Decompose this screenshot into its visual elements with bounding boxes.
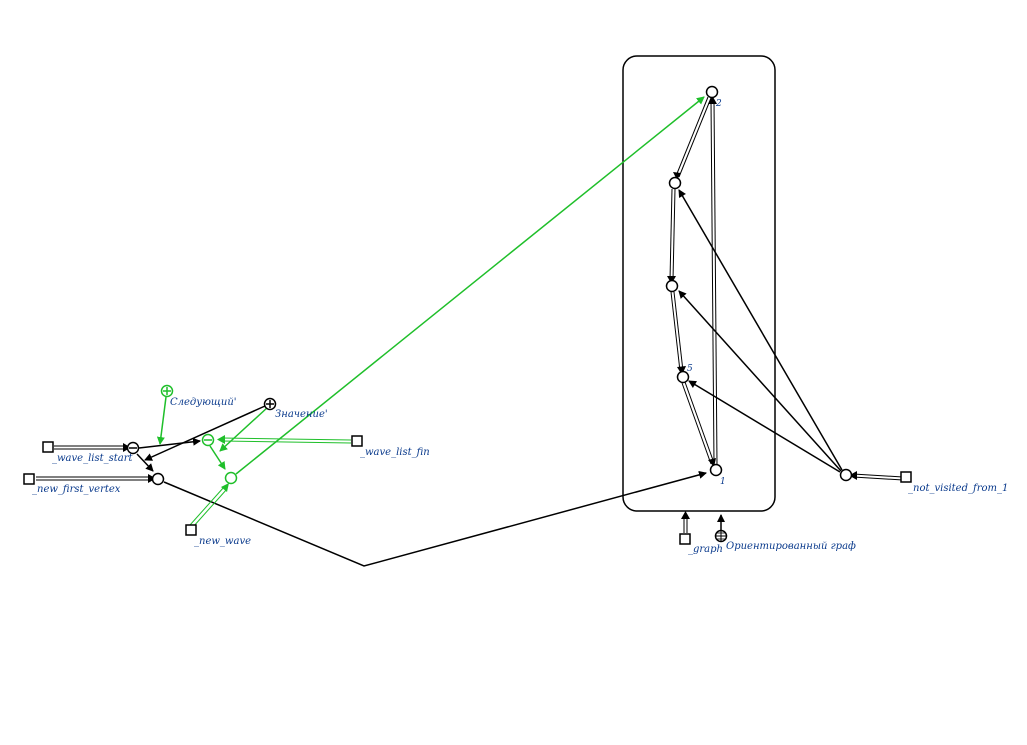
node-green-minus[interactable] bbox=[201, 433, 215, 447]
node-value-rel-plus[interactable] bbox=[263, 397, 277, 411]
edge-new-first-vertex[interactable] bbox=[36, 474, 156, 483]
vertex-5[interactable] bbox=[676, 370, 690, 384]
edge-v2-to-v3[interactable] bbox=[673, 96, 712, 180]
node-new-first-vertex[interactable] bbox=[151, 472, 165, 486]
node-oriented-graph-class[interactable] bbox=[714, 529, 728, 543]
edge-wave-list-fin-green[interactable] bbox=[217, 435, 352, 444]
edge-wls-to-next[interactable] bbox=[138, 437, 201, 449]
label-vertex-5: 5 bbox=[687, 364, 693, 374]
vertex-4[interactable] bbox=[665, 279, 679, 293]
label-next-rel: Следующий' bbox=[170, 397, 237, 408]
node-new-wave[interactable] bbox=[224, 471, 238, 485]
label-wave-list-fin: _wave_list_fin bbox=[360, 447, 430, 458]
label-value-rel: Значение' bbox=[275, 409, 328, 420]
edge-wave-list-start[interactable] bbox=[54, 443, 131, 452]
label-vertex-1: 1 bbox=[720, 477, 726, 487]
edge-notvisited-to-v4[interactable] bbox=[678, 290, 842, 472]
edge-notvisited-to-v3[interactable] bbox=[678, 189, 843, 471]
edge-wls-to-nfv[interactable] bbox=[136, 453, 154, 472]
node-wls-minus[interactable] bbox=[126, 441, 140, 455]
const-wave-list-start[interactable] bbox=[42, 441, 54, 453]
edge-graph-access[interactable] bbox=[681, 511, 690, 533]
const-not-visited-from-1[interactable] bbox=[900, 471, 912, 483]
vertex-1[interactable] bbox=[709, 463, 723, 477]
edge-notvisited-to-v5[interactable] bbox=[688, 380, 841, 473]
label-not-visited-from-1: _not_visited_from_1 bbox=[908, 483, 1008, 494]
label-wave-list-start: _wave_list_start bbox=[52, 453, 134, 464]
edge-v1-to-v2[interactable] bbox=[708, 96, 718, 465]
edge-nfv-to-vertex1[interactable] bbox=[163, 470, 707, 567]
edge-new-wave-green[interactable] bbox=[189, 483, 229, 528]
label-new-first-vertex: _new_first_vertex bbox=[32, 484, 121, 495]
label-graph: _graph bbox=[688, 544, 723, 555]
edge-next-rel-green[interactable] bbox=[156, 396, 167, 445]
node-not-visited[interactable] bbox=[839, 468, 853, 482]
const-new-first-vertex[interactable] bbox=[23, 473, 35, 485]
label-oriented-graph: Ориентированный граф bbox=[726, 541, 856, 552]
edge-value-rel-green[interactable] bbox=[219, 406, 269, 452]
graph-contour[interactable] bbox=[622, 55, 776, 512]
label-new-wave: _new_wave bbox=[194, 536, 251, 547]
const-wave-list-fin[interactable] bbox=[351, 435, 363, 447]
node-next-rel-plus[interactable] bbox=[160, 384, 174, 398]
vertex-2[interactable] bbox=[705, 85, 719, 99]
edge-newwave-to-v2[interactable] bbox=[235, 96, 705, 475]
vertex-3[interactable] bbox=[668, 176, 682, 190]
edge-minus-to-newwave[interactable] bbox=[209, 445, 226, 470]
const-graph[interactable] bbox=[679, 533, 691, 545]
edge-v4-to-v5[interactable] bbox=[670, 291, 686, 375]
edge-v3-to-v4[interactable] bbox=[667, 188, 676, 284]
const-new-wave[interactable] bbox=[185, 524, 197, 536]
edge-notvisited-access[interactable] bbox=[849, 471, 904, 481]
edge-value-rel-black[interactable] bbox=[144, 405, 266, 461]
label-vertex-2: 2 bbox=[715, 99, 722, 109]
